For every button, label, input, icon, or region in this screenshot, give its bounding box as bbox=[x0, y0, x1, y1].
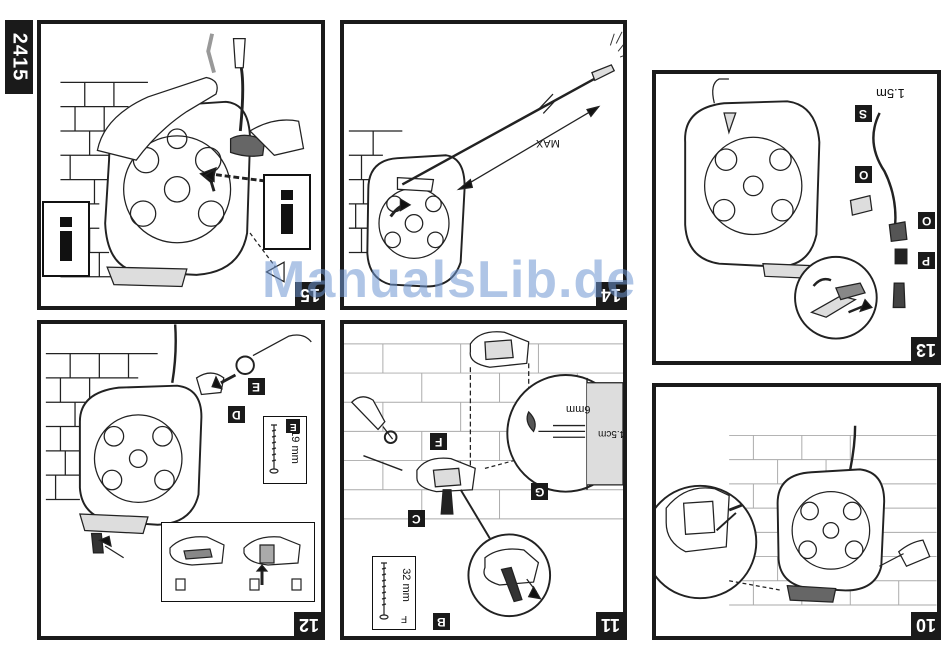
info-icon bbox=[280, 190, 294, 234]
part-label-b: B bbox=[433, 613, 450, 630]
info-symbol-box-left bbox=[42, 201, 90, 277]
detail-inset bbox=[161, 522, 315, 602]
step-13-panel: S 1.5m O O P 13 bbox=[652, 70, 941, 365]
part-label-f: F bbox=[430, 433, 447, 450]
hose-length-label: 1.5m bbox=[876, 86, 905, 101]
step-number-10: 10 bbox=[911, 612, 941, 636]
part-label-d: D bbox=[228, 406, 245, 423]
part-label-o: O bbox=[855, 166, 872, 183]
part-label-o2: O bbox=[918, 212, 935, 229]
step-11-panel: F G C B 6mm 4.5cm F 32 mm 11 bbox=[340, 320, 627, 640]
screw-size-label-e: 19 mm bbox=[289, 430, 301, 464]
step-number-11: 11 bbox=[596, 612, 626, 636]
screw-size-card-f: F 32 mm bbox=[372, 556, 416, 630]
step-number-12: 12 bbox=[294, 612, 324, 636]
max-length-label: MAX bbox=[536, 137, 560, 149]
step-13-illustration bbox=[656, 74, 937, 361]
model-number: 2415 bbox=[8, 33, 31, 82]
screw-part-label-f: F bbox=[401, 613, 407, 624]
bracket-detail-illustration bbox=[162, 523, 314, 601]
screw-size-card-e: E 19 mm bbox=[263, 416, 307, 484]
step-10-illustration bbox=[656, 387, 937, 636]
info-symbol-box-right bbox=[263, 174, 311, 250]
part-label-c: C bbox=[408, 510, 425, 527]
part-label-s: S bbox=[855, 105, 872, 122]
screw-size-label-f: 32 mm bbox=[400, 568, 412, 602]
drill-depth-label: 4.5cm bbox=[598, 428, 625, 439]
drill-diameter-label: 6mm bbox=[566, 403, 590, 415]
model-number-tab: 2415 bbox=[5, 20, 33, 94]
step-number-13: 13 bbox=[911, 337, 941, 361]
part-label-e: E bbox=[248, 378, 265, 395]
step-10-panel: 10 bbox=[652, 383, 941, 640]
watermark: ManualsLib.de bbox=[262, 250, 636, 310]
info-icon bbox=[59, 217, 73, 261]
step-12-panel: E D E 19 mm 12 bbox=[37, 320, 325, 640]
part-label-g: G bbox=[531, 483, 548, 500]
part-label-p: P bbox=[918, 252, 935, 269]
